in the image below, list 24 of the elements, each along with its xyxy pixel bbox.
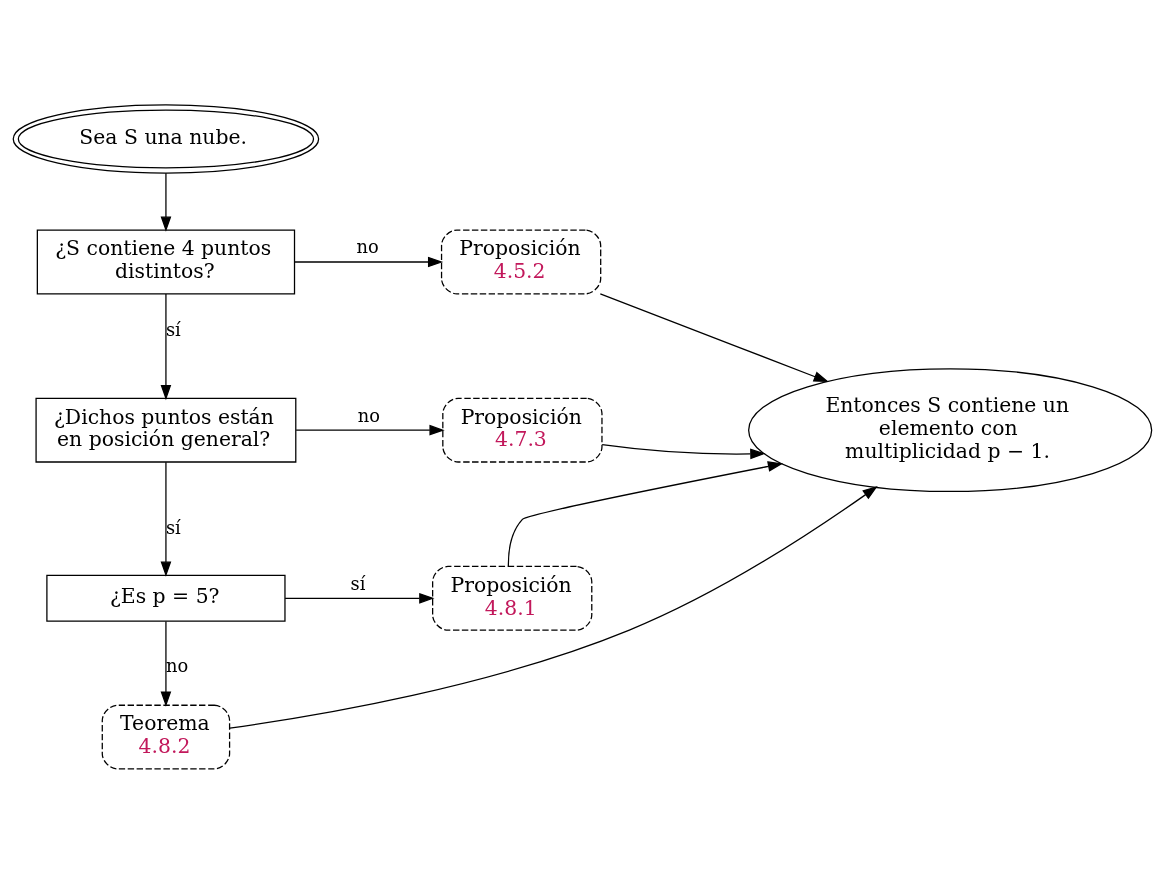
arrow	[295, 424, 445, 435]
arrow	[160, 292, 172, 400]
node-box: Proposición 4.5.2	[440, 229, 602, 294]
node-box: ¿Dichos puntos están en posición general?	[35, 397, 297, 463]
arrow	[160, 461, 172, 577]
arrow	[507, 460, 784, 567]
node-box: ¿Es p = 5?	[46, 574, 286, 622]
node-box: Proposición 4.8.1	[432, 565, 593, 631]
arrow	[284, 592, 435, 604]
arrow	[599, 292, 829, 382]
arrow	[160, 620, 172, 707]
node-box: Proposición 4.7.3	[442, 397, 603, 463]
arrow	[160, 172, 172, 232]
edge-label: sí	[165, 516, 181, 538]
arrow	[294, 256, 444, 267]
node-ellipse: Sea S una nube.	[12, 103, 320, 174]
edge-label: no	[357, 404, 381, 426]
arrow	[229, 485, 878, 729]
edge-label: sí	[350, 572, 366, 594]
arrow	[601, 443, 766, 459]
node-box: ¿S contiene 4 puntos distintos?	[36, 229, 296, 294]
edge-label: sí	[165, 318, 181, 340]
node-box: Teorema 4.8.2	[101, 704, 231, 770]
edge-label: no	[356, 235, 379, 257]
